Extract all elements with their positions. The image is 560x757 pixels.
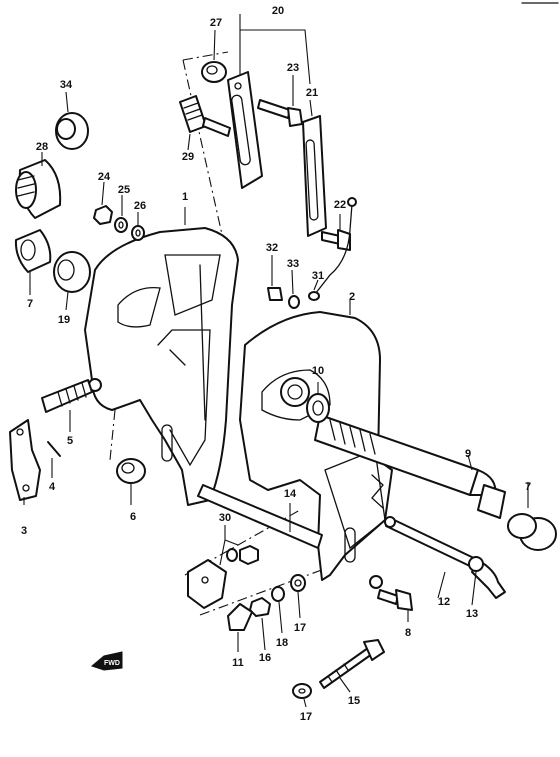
callout-11: 11 xyxy=(232,657,244,669)
screw-32 xyxy=(267,287,283,301)
tilt-grip xyxy=(468,556,506,599)
callout-26: 26 xyxy=(134,200,146,212)
callout-21: 21 xyxy=(306,87,318,99)
washer-25 xyxy=(114,217,128,233)
adjust-knob xyxy=(179,95,231,137)
spacer xyxy=(227,603,253,631)
callout-10: 10 xyxy=(312,365,324,377)
ground-bolt xyxy=(321,229,351,251)
callout-27: 27 xyxy=(210,17,222,29)
washer-33 xyxy=(288,295,300,309)
link-plate xyxy=(302,115,327,237)
callout-6: 6 xyxy=(130,511,136,523)
callout-32: 32 xyxy=(266,242,278,254)
callout-25: 25 xyxy=(118,184,130,196)
callout-30: 30 xyxy=(219,512,231,524)
leader-lines xyxy=(23,14,529,708)
clamp-cap-right xyxy=(507,513,557,551)
ground-wire xyxy=(308,197,357,301)
callout-13: 13 xyxy=(466,608,478,620)
callout-14: 14 xyxy=(284,488,297,500)
washer-17-upper xyxy=(290,574,306,592)
through-tube xyxy=(197,484,323,549)
nut-16 xyxy=(249,597,271,617)
callout-4: 4 xyxy=(49,481,56,493)
forward-label: FWD xyxy=(104,660,120,667)
washer-18 xyxy=(271,586,285,602)
bolt-30 xyxy=(226,545,259,565)
callout-7-left: 7 xyxy=(27,298,33,310)
callout-2: 2 xyxy=(349,291,355,303)
callout-34: 34 xyxy=(60,79,73,91)
callout-3: 3 xyxy=(21,525,27,537)
callout-5: 5 xyxy=(67,435,73,447)
clamp-bracket-left xyxy=(84,227,239,506)
clamp-cap-left xyxy=(14,229,52,273)
tilt-plate xyxy=(9,419,41,501)
callout-19: 19 xyxy=(58,314,70,326)
clamp-nut xyxy=(15,159,62,219)
long-bolt xyxy=(319,639,385,689)
callout-15: 15 xyxy=(348,695,360,707)
callout-29: 29 xyxy=(182,151,194,163)
callout-8: 8 xyxy=(405,627,411,639)
washer-17-lower xyxy=(292,683,312,699)
nut-24 xyxy=(93,205,113,225)
callout-16: 16 xyxy=(259,652,271,664)
callout-labels: 1 2 3 4 5 6 7 7 8 9 10 11 12 13 14 15 16… xyxy=(21,5,531,723)
clamp-washer xyxy=(306,393,330,423)
stopper-plate xyxy=(227,71,263,189)
callout-20: 20 xyxy=(272,5,284,17)
callout-12: 12 xyxy=(438,596,450,608)
hole-cap xyxy=(116,458,146,484)
clamp-screw xyxy=(314,414,506,519)
spring-clip xyxy=(201,61,227,83)
bolt-8 xyxy=(369,575,413,611)
callout-23: 23 xyxy=(287,62,299,74)
callout-31: 31 xyxy=(312,270,324,282)
callout-7-right: 7 xyxy=(525,481,531,493)
callout-33: 33 xyxy=(287,258,299,270)
clamp-ring xyxy=(53,251,91,293)
callout-1: 1 xyxy=(182,191,188,203)
callout-18: 18 xyxy=(276,637,288,649)
stud-bolt xyxy=(41,379,93,413)
tilt-rod xyxy=(384,516,479,569)
stopper-block xyxy=(187,559,227,609)
cotter-pin xyxy=(47,441,61,457)
callout-24: 24 xyxy=(98,171,111,183)
bushing xyxy=(55,112,89,150)
callout-9: 9 xyxy=(465,448,471,460)
callout-17-upper: 17 xyxy=(294,622,306,634)
washer-26 xyxy=(131,225,145,241)
forward-arrow-icon: FWD xyxy=(90,651,123,671)
callout-22: 22 xyxy=(334,199,346,211)
bolt-23 xyxy=(257,99,303,127)
callout-17-lower: 17 xyxy=(300,711,312,723)
callout-28: 28 xyxy=(36,141,48,153)
